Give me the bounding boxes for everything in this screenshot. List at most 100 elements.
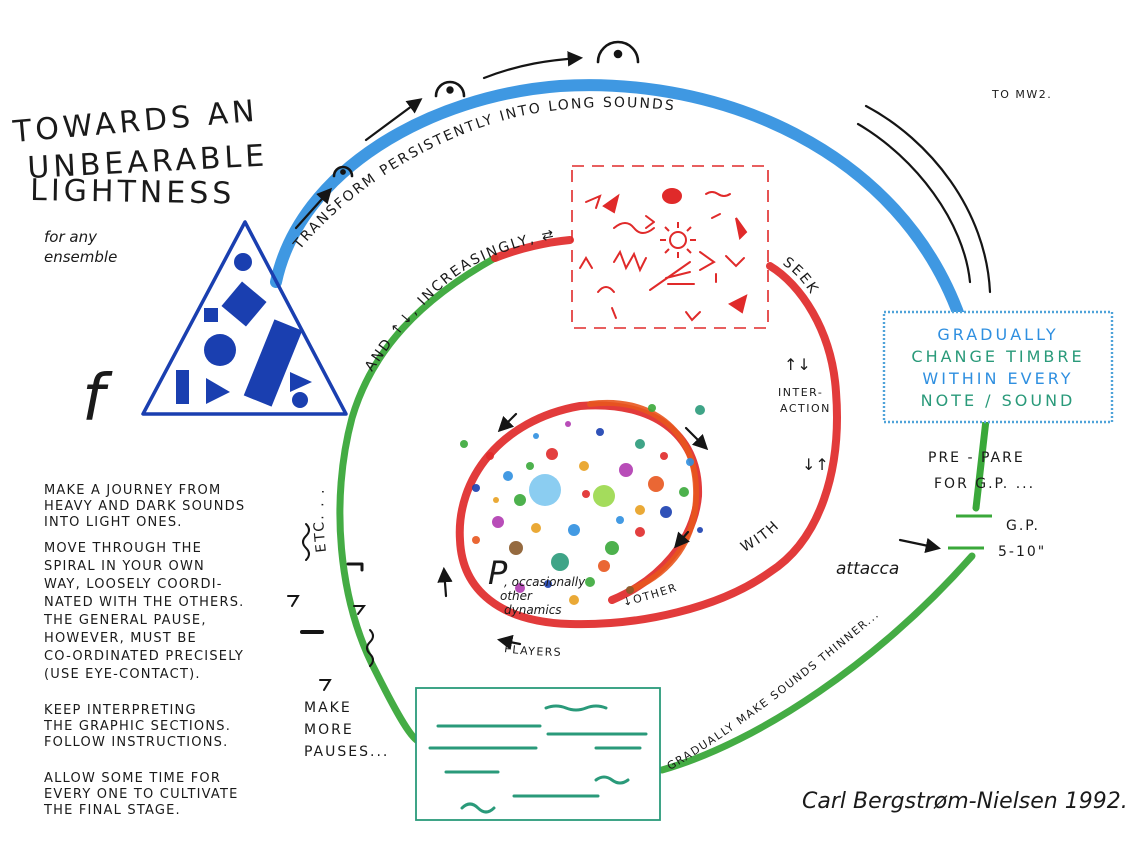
colored-dot xyxy=(697,527,703,533)
occasionally-line-2: other xyxy=(500,589,533,603)
colored-dot xyxy=(605,541,619,555)
colored-dot xyxy=(526,462,534,470)
colored-dot xyxy=(593,485,615,507)
triangle-shapes-icon xyxy=(141,220,348,416)
instruction-line: HEAVY AND DARK SOUNDS xyxy=(44,499,245,514)
colored-dot xyxy=(648,404,656,412)
instruction-line: THE GRAPHIC SECTIONS. xyxy=(43,719,231,734)
occasionally-line-3: dynamics xyxy=(504,603,562,617)
colored-dot xyxy=(635,527,645,537)
colored-dot xyxy=(533,433,539,439)
graphic-symbols-box xyxy=(571,165,769,329)
instruction-line: INTO LIGHT ONES. xyxy=(44,515,183,530)
thinner-label: GRADUALLY MAKE SOUNDS THINNER... xyxy=(665,608,882,773)
green-bottom-path xyxy=(658,552,976,774)
general-pause-bars xyxy=(948,514,992,550)
attacca-label: attacca xyxy=(836,559,899,579)
to-mw2-label: TO MW2. xyxy=(991,88,1052,101)
outer-black-curve xyxy=(864,104,992,294)
piano-dynamic: P xyxy=(488,554,508,592)
colored-dot xyxy=(472,536,480,544)
instructions: MAKE A JOURNEY FROM HEAVY AND DARK SOUND… xyxy=(43,483,245,818)
colored-dot xyxy=(619,463,633,477)
timbre-line-3: WITHIN EVERY xyxy=(922,369,1073,388)
blue-spiral-arc xyxy=(270,79,966,324)
instruction-line: THE FINAL STAGE. xyxy=(43,803,181,818)
subtitle-line-2: ensemble xyxy=(44,248,117,266)
colored-dot xyxy=(582,490,590,498)
instruction-line: WAY, LOOSELY COORDI- xyxy=(44,577,223,592)
colored-dot xyxy=(616,516,624,524)
colored-dot xyxy=(579,461,589,471)
instruction-line: ALLOW SOME TIME FOR xyxy=(44,771,221,786)
colored-dot xyxy=(679,487,689,497)
instruction-line: (USE EYE-CONTACT). xyxy=(44,667,201,682)
gp-line-2: 5-10" xyxy=(998,544,1046,560)
colored-dot xyxy=(635,505,645,515)
arrow-icon xyxy=(437,566,453,598)
timbre-line-1: GRADUALLY xyxy=(937,325,1058,344)
title-block: TOWARDS AN UNBEARABLE LIGHTNESS for any … xyxy=(11,94,269,266)
colored-dot xyxy=(686,458,694,466)
colored-dot xyxy=(514,494,526,506)
pauses-line-2: MORE xyxy=(304,722,354,738)
colored-dot xyxy=(509,541,523,555)
players-label: PLAYERS xyxy=(503,642,562,659)
green-right-stub xyxy=(972,416,990,512)
instruction-line: KEEP INTERPRETING xyxy=(44,703,197,718)
arrow-icon xyxy=(294,187,333,230)
occasionally-line-1: , occasionally xyxy=(504,575,586,589)
arrow-icon xyxy=(497,412,518,433)
interaction-arrow: ↑↓ xyxy=(784,355,811,374)
colored-dot xyxy=(460,440,468,448)
colored-dot xyxy=(598,560,610,572)
red-spiral-path xyxy=(455,236,841,629)
arrow-icon xyxy=(496,634,522,650)
composer-signature: Carl Bergstrøm-Nielsen 1992. xyxy=(802,789,1128,814)
colored-dot xyxy=(585,577,595,587)
colored-dot xyxy=(565,421,571,427)
arrow-icon xyxy=(898,537,942,553)
colored-dot xyxy=(695,405,705,415)
fermatas xyxy=(332,40,640,178)
arrow-icon xyxy=(364,98,423,142)
instruction-line: MAKE A JOURNEY FROM xyxy=(44,483,221,498)
pauses-line-3: PAUSES... xyxy=(304,744,389,760)
colored-dot xyxy=(493,497,499,503)
colored-dot xyxy=(486,452,494,460)
forte-dynamic: f xyxy=(82,362,113,436)
instruction-line: THE GENERAL PAUSE, xyxy=(43,613,207,628)
green-lower-path xyxy=(336,254,499,746)
instruction-line: CO-ORDINATED PRECISELY xyxy=(44,649,244,664)
colored-dot xyxy=(569,595,579,605)
outer-black-curve-2 xyxy=(856,122,972,284)
colored-dot xyxy=(626,586,634,594)
spiral xyxy=(270,79,990,774)
fermata-icon xyxy=(332,165,354,178)
with-label: WITH xyxy=(738,517,783,555)
colored-dot xyxy=(551,553,569,571)
interaction-label-1: INTER- xyxy=(778,386,823,399)
arrow-icon xyxy=(482,51,584,80)
instruction-line: HOWEVER, MUST BE xyxy=(44,631,197,646)
timbre-line-4: NOTE / SOUND xyxy=(921,391,1076,410)
fermata-icon xyxy=(596,40,640,64)
instruction-line: EVERY ONE TO CULTIVATE xyxy=(44,787,239,802)
arrow-icon xyxy=(673,530,690,549)
instruction-line: SPIRAL IN YOUR OWN xyxy=(44,559,205,574)
colored-dot xyxy=(635,439,645,449)
colored-dot xyxy=(648,476,664,492)
subtitle-line-1: for any xyxy=(44,228,98,246)
orange-inner-arc xyxy=(587,399,700,593)
increasingly-label: AND ↑↓, INCREASINGLY, ⇄ xyxy=(362,226,557,374)
pauses-line-1: MAKE xyxy=(304,700,352,716)
colored-dot xyxy=(660,506,672,518)
timbre-box: GRADUALLY CHANGE TIMBRE WITHIN EVERY NOT… xyxy=(882,310,1114,424)
colored-dot xyxy=(492,516,504,528)
colored-dot xyxy=(568,524,580,536)
colored-dots xyxy=(460,404,705,605)
rest-icon xyxy=(287,523,374,691)
colored-dot xyxy=(472,484,480,492)
colored-dot xyxy=(529,474,561,506)
